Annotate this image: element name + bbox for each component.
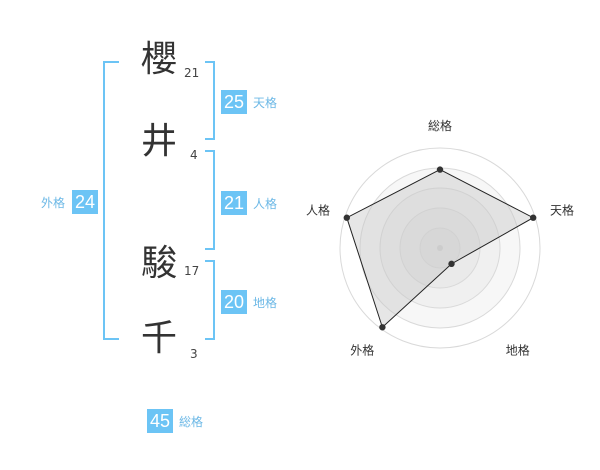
radar-point-5 bbox=[343, 214, 350, 221]
radar-point-2 bbox=[530, 214, 537, 221]
radar-center-dot bbox=[437, 245, 443, 251]
name-char-1-strokes: 21 bbox=[184, 66, 200, 80]
chikaku-value-badge: 20 bbox=[221, 290, 247, 314]
radar-axis-label-2: 天格 bbox=[550, 202, 574, 217]
name-char-2-strokes: 4 bbox=[190, 148, 198, 162]
soukaku-value-badge: 45 bbox=[147, 409, 173, 433]
name-char-4-strokes: 3 bbox=[190, 347, 198, 361]
jinkaku-label: 人格 bbox=[253, 197, 278, 211]
radar-axis-label-3: 地格 bbox=[506, 343, 530, 358]
radar-axis-label-4: 外格 bbox=[350, 343, 374, 358]
radar-point-3 bbox=[448, 260, 455, 268]
name-char-3: 駿 bbox=[141, 243, 178, 284]
soukaku-label: 総格 bbox=[179, 415, 204, 429]
gaikaku-label: 外格 bbox=[41, 196, 66, 210]
radar-axis-label-1: 総格 bbox=[428, 118, 452, 133]
chikaku-label: 地格 bbox=[253, 296, 278, 310]
radar-point-1 bbox=[436, 166, 444, 173]
name-char-2: 井 bbox=[141, 121, 178, 162]
gaikaku-value-badge: 24 bbox=[72, 190, 98, 214]
radar-axis-label-5: 人格 bbox=[306, 202, 330, 217]
jinkaku-value-badge: 21 bbox=[221, 191, 247, 215]
name-char-1: 櫻 bbox=[141, 39, 178, 80]
tenkaku-value-badge: 25 bbox=[221, 90, 247, 114]
tenkaku-label: 天格 bbox=[253, 96, 278, 110]
name-char-3-strokes: 17 bbox=[184, 264, 200, 278]
radar-point-4 bbox=[379, 324, 386, 331]
name-char-4: 千 bbox=[141, 318, 178, 359]
